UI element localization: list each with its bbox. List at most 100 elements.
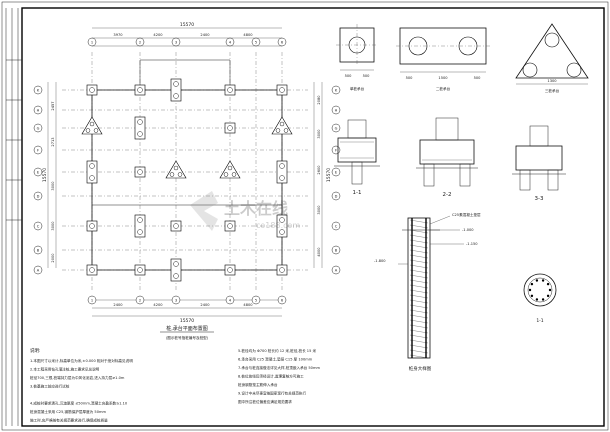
- axis-row-G: G: [335, 127, 338, 131]
- dim-left-3: 3000: [51, 181, 55, 191]
- section-3-3-label: 3-3: [535, 196, 544, 202]
- pile-cap-13: [219, 160, 241, 179]
- overall-dim-bottom: 15570: [180, 318, 194, 324]
- dim-right-4: 3000: [317, 205, 321, 215]
- pile-shaft: [407, 217, 431, 359]
- pile-cap-10: [271, 116, 293, 135]
- axis-row-K: K: [37, 89, 40, 93]
- pile-cap-15: [86, 220, 98, 232]
- pile-cap-8: [165, 160, 187, 179]
- notes2-line-3: 7.承台与桩连接做法详见大样,桩顶嵌入承台 50mm: [238, 365, 320, 370]
- dim-right-5: 4000: [317, 247, 321, 257]
- dim-bot-1: 2400: [113, 303, 123, 307]
- general-notes: 说明: 1.本图尺寸以米计,标高单位为米,±0.000 相对于绝对标高见说明 2.…: [30, 347, 320, 423]
- notes1-line-3: 桩径700,三根,桩端持力层为中风化泥岩,进入持力层≥1.0m: [30, 375, 125, 380]
- dim-left-5: 2000: [51, 253, 55, 263]
- notes2-line-1: 5.桩径均为 Φ700 桩长约 12 米,桩径,桩长 15 米: [238, 348, 317, 353]
- pile-cap-24: [276, 264, 288, 276]
- dim-bot-3: 2400: [200, 303, 210, 307]
- double-cap-dim-3: 500: [474, 76, 482, 80]
- section-1-1-label: 1-1: [353, 190, 362, 196]
- pile-cap-11: [86, 160, 98, 184]
- pile-note-4: C25素混凝土垫层: [452, 212, 481, 217]
- dim-bot-2: 4200: [153, 303, 163, 307]
- plan-title: 桩,承台平面布置图: [166, 325, 208, 332]
- axis-row-K: K: [335, 89, 338, 93]
- double-cap-dim-1: 500: [406, 76, 414, 80]
- pile-cap-20: [86, 264, 98, 276]
- dim-left-2: 2713: [51, 137, 55, 146]
- pile-cap-9: [224, 122, 236, 134]
- axis-col-2: 2: [139, 41, 141, 45]
- pile-cap-18: [224, 220, 236, 232]
- axis-col-6: 6: [281, 41, 284, 45]
- axis-col-5: 5: [255, 299, 257, 303]
- axis-col-3: 3: [175, 299, 177, 303]
- double-cap-dim-2: 1500: [438, 76, 448, 80]
- section-1-1: 1-1: [334, 119, 380, 196]
- axis-row-D: D: [335, 195, 338, 199]
- pile-cap-5: [276, 84, 288, 96]
- pile-note-1: -1.000: [462, 228, 474, 232]
- axis-col-6: 6: [281, 299, 284, 303]
- axis-col-4: 4: [229, 41, 232, 45]
- axis-row-B: B: [37, 249, 40, 253]
- watermark: 土木在线 co188.com: [190, 191, 300, 231]
- overall-dim-left: 15570: [42, 168, 48, 182]
- single-cap-dim-1: 500: [345, 74, 353, 78]
- double-cap-label: 二桩承台: [436, 86, 451, 91]
- axis-col-4: 4: [229, 299, 232, 303]
- axis-row-E: E: [37, 171, 40, 175]
- axis-col-2: 2: [139, 299, 141, 303]
- section-2-2-label: 2-2: [443, 192, 452, 198]
- dim-top-4: 4800: [243, 33, 253, 37]
- dim-left-1: 2457: [51, 101, 55, 110]
- notes2-line-7: 图中所注桩位偏差应满足规范要求: [238, 399, 292, 404]
- triple-cap-dim: 1300: [547, 79, 557, 83]
- pile-cap-21: [134, 264, 146, 276]
- dim-right-3: 2600: [317, 165, 321, 175]
- pile-cap-7: [134, 116, 146, 140]
- dim-left-4: 3000: [51, 221, 55, 231]
- building-outline: [91, 89, 283, 271]
- pile-cap-2: [134, 84, 146, 96]
- pile-cap-12: [134, 166, 146, 178]
- single-pile-cap: 500 500 单桩承台: [336, 24, 378, 91]
- notes2-line-5: 桩身钢筋笼主筋伸入承台: [238, 382, 278, 387]
- section-3-3: 3-3: [512, 125, 566, 202]
- notes-heading: 说明:: [30, 347, 41, 354]
- pile-cap-17: [170, 220, 182, 232]
- dim-right-1: 2080: [317, 95, 321, 105]
- axis-col-1: 1: [91, 299, 93, 303]
- notes1-line-2: 2.本工程采用钻孔灌注桩,施工要求见总说明: [30, 367, 100, 372]
- axis-row-F: F: [37, 149, 39, 153]
- pile-cap-14: [276, 160, 288, 184]
- pile-cap-3: [170, 78, 182, 102]
- axis-col-5: 5: [255, 41, 257, 45]
- watermark-brand: 土木在线: [224, 199, 288, 218]
- pile-cap-4: [224, 84, 236, 96]
- axis-row-H: H: [37, 109, 40, 113]
- dim-top-2: 4200: [153, 33, 163, 37]
- overall-dim-right: 15570: [326, 168, 332, 182]
- triple-pile-cap: 1300 三桩承台: [515, 23, 589, 93]
- notes2-line-2: 6.承台采用 C25 混凝土,垫层 C15 厚 100mm: [238, 357, 313, 362]
- axis-row-A: A: [37, 269, 40, 273]
- pile-cap-1: [86, 84, 98, 96]
- pile-note-2: -1.150: [466, 242, 478, 246]
- cap-details: 500 500 单桩承台 500 1500 500 二桩承台 1300 三桩承台: [336, 23, 589, 93]
- pile-cap-23: [224, 264, 236, 276]
- sections: 1-1 2-2 3-3: [334, 117, 566, 202]
- pile-note-3: -1.800: [374, 259, 386, 263]
- axis-row-H: H: [335, 109, 338, 113]
- notes2-line-6: 9.设计中未尽事宜按国家现行有关规范执行: [238, 391, 307, 396]
- axis-row-E: E: [335, 171, 338, 175]
- axis-row-D: D: [37, 195, 40, 199]
- notes1-line-6: 4.成桩时要求清孔,沉渣厚度 ≤50mm,混凝土充盈系数≥1.10: [30, 401, 128, 406]
- inner-frame: [21, 7, 605, 427]
- notes1-line-1: 1.本图尺寸以米计,标高单位为米,±0.000 相对于绝对标高见说明: [30, 358, 133, 363]
- pile-cap-22: [170, 258, 182, 282]
